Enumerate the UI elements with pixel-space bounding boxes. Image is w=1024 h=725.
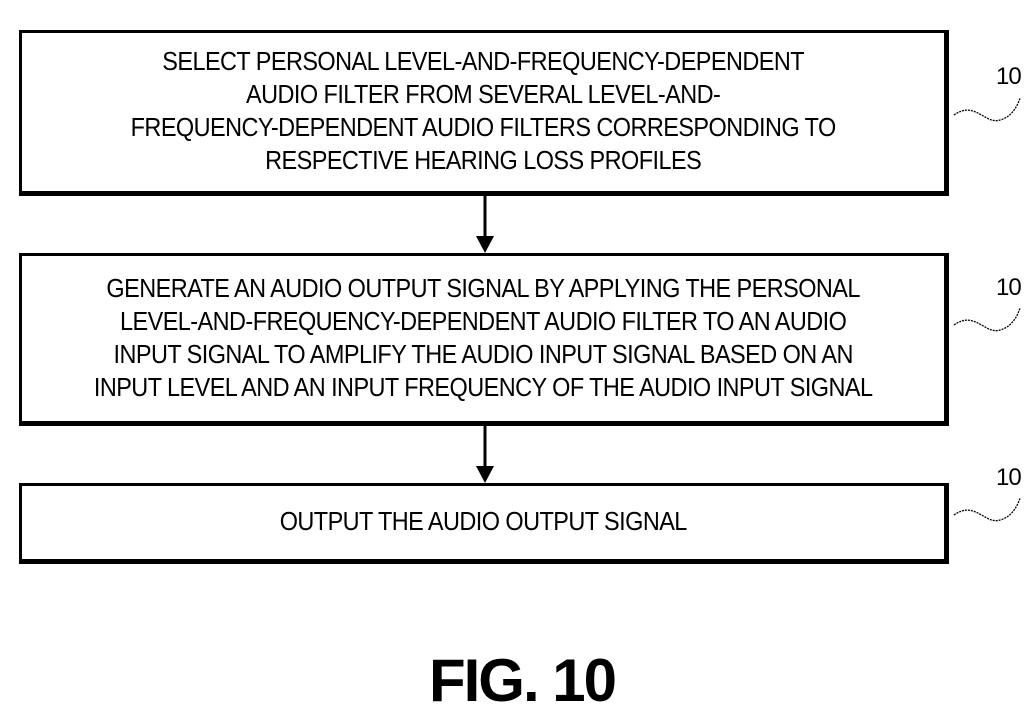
step-text: OUTPUT THE AUDIO OUTPUT SIGNAL (279, 506, 687, 539)
step-text: SELECT PERSONAL LEVEL-AND-FREQUENCY-DEPE… (130, 46, 836, 178)
arrowhead-icon (476, 236, 494, 253)
step-box-output-signal: OUTPUT THE AUDIO OUTPUT SIGNAL (19, 483, 949, 564)
step-text: GENERATE AN AUDIO OUTPUT SIGNAL BY APPLY… (94, 273, 873, 405)
figure-label: FIG. 10 (428, 647, 617, 714)
leader-line-3 (953, 497, 1021, 522)
step-line: FREQUENCY-DEPENDENT AUDIO FILTERS CORRES… (130, 114, 836, 142)
arrowhead-icon (476, 466, 494, 483)
reference-numeral: 10 (996, 63, 1022, 90)
reference-numeral: 10 (996, 464, 1022, 491)
step-line: AUDIO FILTER FROM SEVERAL LEVEL-AND- (245, 81, 721, 109)
step-line: SELECT PERSONAL LEVEL-AND-FREQUENCY-DEPE… (162, 48, 804, 76)
step-line: OUTPUT THE AUDIO OUTPUT SIGNAL (279, 508, 687, 536)
step-box-select-filter: SELECT PERSONAL LEVEL-AND-FREQUENCY-DEPE… (19, 30, 949, 196)
step-line: INPUT SIGNAL TO AMPLIFY THE AUDIO INPUT … (113, 340, 853, 369)
step-line: RESPECTIVE HEARING LOSS PROFILES (264, 147, 702, 175)
step-line: GENERATE AN AUDIO OUTPUT SIGNAL BY APPLY… (106, 274, 860, 303)
step-box-generate-output: GENERATE AN AUDIO OUTPUT SIGNAL BY APPLY… (19, 253, 949, 426)
step-line: INPUT LEVEL AND AN INPUT FREQUENCY OF TH… (93, 373, 873, 402)
leader-line-2 (953, 307, 1021, 332)
reference-numeral: 10 (996, 274, 1022, 301)
leader-line-1 (953, 97, 1021, 122)
step-line: LEVEL-AND-FREQUENCY-DEPENDENT AUDIO FILT… (119, 307, 847, 336)
